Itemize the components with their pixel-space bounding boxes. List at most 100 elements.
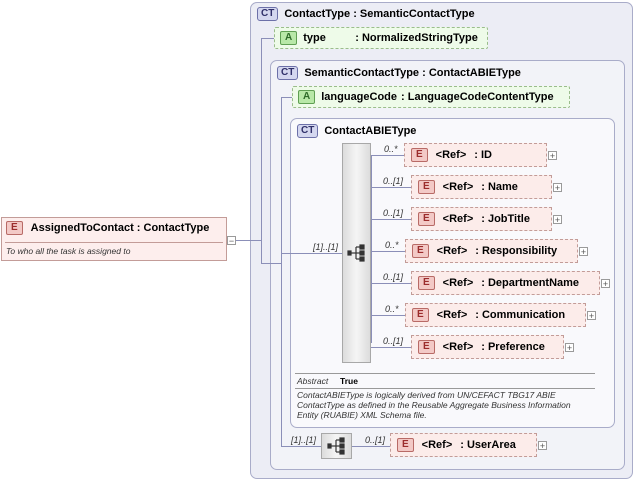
- abstract-label: Abstract: [297, 376, 329, 386]
- connector-line: [281, 97, 292, 98]
- element-ref: <Ref>: [442, 213, 474, 225]
- element-ref: <Ref>: [436, 309, 468, 321]
- contacttype-title: ContactType : SemanticContactType: [284, 8, 475, 20]
- expand-button[interactable]: +: [579, 247, 588, 257]
- expand-button[interactable]: +: [601, 279, 610, 289]
- connector-line: [352, 446, 390, 447]
- element-ref: <Ref>: [442, 277, 474, 289]
- connector-line: [281, 253, 342, 254]
- connector-line: [371, 155, 404, 156]
- sequence-compositor[interactable]: [342, 143, 371, 363]
- userarea-occurrence: 0..[1]: [365, 435, 386, 445]
- element-row[interactable]: E <Ref> : Communication: [405, 303, 586, 327]
- connector-line: [261, 38, 262, 264]
- connector-line: [371, 251, 405, 252]
- attribute-type-name: : LanguageCodeContentType: [401, 91, 554, 103]
- connector-line: [261, 38, 274, 39]
- abstract-value: True: [340, 376, 358, 386]
- expand-button[interactable]: +: [565, 343, 574, 353]
- divider: [5, 242, 223, 243]
- element-name: : UserArea: [460, 439, 516, 451]
- element-occurrence: 0..[1]: [383, 208, 404, 218]
- attribute-type[interactable]: A type : NormalizedStringType: [274, 27, 488, 49]
- connector-line: [281, 446, 321, 447]
- element-name: : JobTitle: [481, 213, 530, 225]
- element-icon: E: [411, 148, 428, 162]
- sequence-icon: [327, 437, 345, 455]
- element-name: : Preference: [481, 341, 545, 353]
- connector-line: [371, 283, 411, 284]
- element-occurrence: 0..[1]: [383, 176, 404, 186]
- element-occurrence: 0..[1]: [383, 336, 404, 346]
- root-element-box[interactable]: [1, 217, 227, 261]
- element-name: : Name: [481, 181, 518, 193]
- element-ref: <Ref>: [436, 245, 468, 257]
- attribute-type-name: : NormalizedStringType: [355, 32, 478, 44]
- attribute-languagecode[interactable]: A languageCode : LanguageCodeContentType: [292, 86, 570, 108]
- divider: [295, 373, 595, 374]
- element-row[interactable]: E <Ref> : ID: [404, 143, 547, 167]
- complex-type-icon: CT: [257, 7, 279, 21]
- connector-line: [281, 97, 282, 447]
- element-occurrence: 0..*: [385, 240, 399, 250]
- root-element-header: E AssignedToContact : ContactType: [6, 221, 209, 235]
- documentation-line: ContactABIEType is logically derived fro…: [297, 390, 556, 400]
- element-icon: E: [397, 438, 414, 452]
- connector-line: [236, 240, 262, 241]
- divider: [295, 388, 595, 389]
- element-occurrence: 0..*: [384, 144, 398, 154]
- userarea-sequence-occurrence: [1]..[1]: [291, 435, 317, 445]
- connector-line: [371, 187, 411, 188]
- attribute-name: languageCode: [321, 91, 398, 103]
- element-name: : ID: [474, 149, 492, 161]
- root-element-description: To who all the task is assigned to: [6, 246, 131, 256]
- attribute-icon: A: [280, 31, 298, 45]
- element-name: : DepartmentName: [481, 277, 580, 289]
- contactabietype-header: CT ContactABIEType: [297, 124, 416, 138]
- expand-button[interactable]: +: [553, 215, 562, 225]
- attribute-name: type: [303, 32, 326, 44]
- expand-button[interactable]: +: [553, 183, 562, 193]
- element-row[interactable]: E <Ref> : DepartmentName: [411, 271, 600, 295]
- element-userarea[interactable]: E <Ref> : UserArea: [390, 433, 537, 457]
- element-name: : Communication: [475, 309, 566, 321]
- connector-line: [371, 315, 405, 316]
- element-icon: E: [418, 212, 435, 226]
- element-row[interactable]: E <Ref> : JobTitle: [411, 207, 552, 231]
- sequence-occurrence: [1]..[1]: [313, 242, 339, 252]
- element-row[interactable]: E<Ref>: Preference: [411, 335, 564, 359]
- element-ref: <Ref>: [442, 181, 474, 193]
- element-row[interactable]: E<Ref>: Responsibility: [405, 239, 578, 263]
- element-occurrence: 0..*: [385, 304, 399, 314]
- connector-line: [371, 156, 372, 343]
- element-icon: E: [6, 221, 23, 235]
- contacttype-header: CT ContactType : SemanticContactType: [257, 7, 475, 21]
- expand-button[interactable]: +: [538, 441, 547, 451]
- connector-line: [371, 219, 411, 220]
- element-name: : Responsibility: [475, 245, 558, 257]
- connector-line: [371, 347, 411, 348]
- semanticcontacttype-header: CT SemanticContactType : ContactABIEType: [277, 66, 521, 80]
- semanticcontacttype-title: SemanticContactType : ContactABIEType: [304, 67, 521, 79]
- documentation-line: Entity (RUABIE) XML Schema file.: [297, 410, 427, 420]
- complex-type-icon: CT: [277, 66, 299, 80]
- documentation-line: ContactType as defined in the Reusable A…: [297, 400, 571, 410]
- userarea-sequence-compositor[interactable]: [321, 433, 352, 459]
- element-ref: <Ref>: [421, 439, 453, 451]
- element-icon: E: [418, 180, 435, 194]
- attribute-icon: A: [298, 90, 316, 104]
- element-icon: E: [412, 308, 429, 322]
- sequence-icon: [347, 244, 365, 262]
- root-element-title: AssignedToContact : ContactType: [30, 222, 210, 234]
- element-occurrence: 0..[1]: [383, 272, 404, 282]
- connector-line: [261, 263, 282, 264]
- expand-button[interactable]: +: [548, 151, 557, 161]
- contactabietype-title: ContactABIEType: [324, 125, 417, 137]
- element-icon: E: [418, 276, 435, 290]
- expand-button[interactable]: +: [587, 311, 596, 321]
- collapse-button[interactable]: −: [227, 236, 236, 246]
- complex-type-icon: CT: [297, 124, 319, 138]
- element-ref: <Ref>: [442, 341, 474, 353]
- element-ref: <Ref>: [435, 149, 467, 161]
- element-row[interactable]: E <Ref> : Name: [411, 175, 552, 199]
